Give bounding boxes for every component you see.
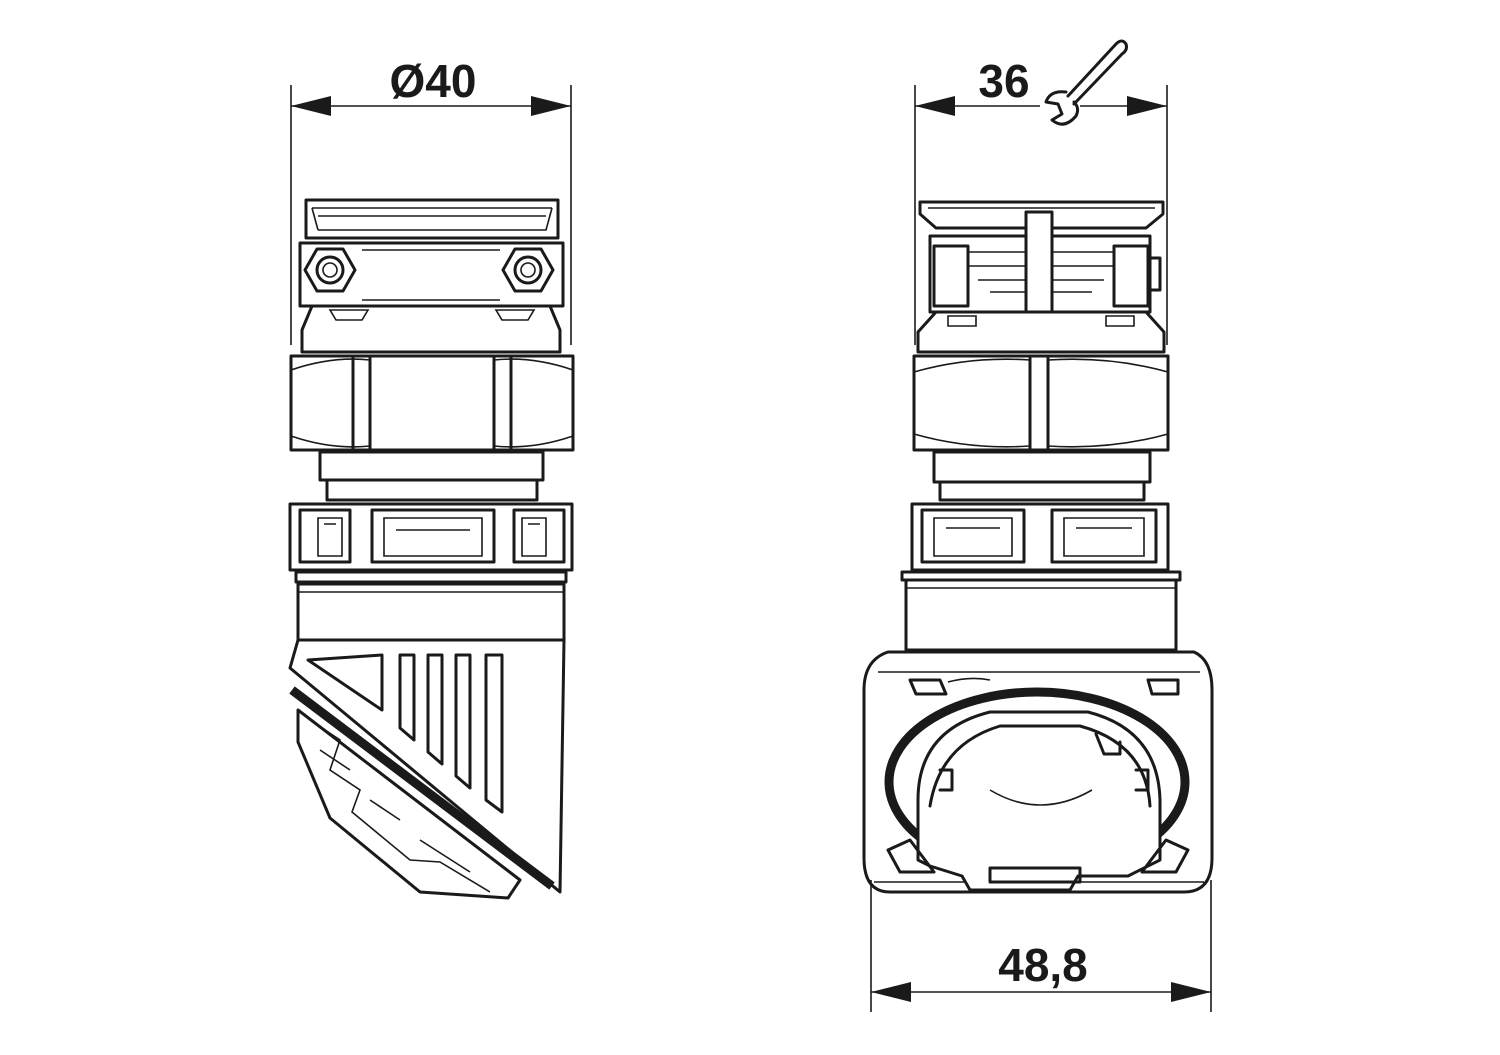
cooling-ribs xyxy=(398,653,504,814)
dimension-wrench-size: 36 xyxy=(914,39,1168,345)
nut-right xyxy=(501,247,555,293)
side-view: Ø40 xyxy=(288,55,575,900)
wrench-size-label: 36 xyxy=(978,55,1029,107)
front-view: 36 xyxy=(862,39,1214,1012)
nut-left xyxy=(303,247,357,293)
dimension-diameter: Ø40 xyxy=(290,55,572,345)
wrench-icon xyxy=(1044,39,1128,126)
width-label: 48,8 xyxy=(998,939,1088,991)
diameter-label: Ø40 xyxy=(390,55,477,107)
dimension-width: 48,8 xyxy=(870,880,1212,1012)
